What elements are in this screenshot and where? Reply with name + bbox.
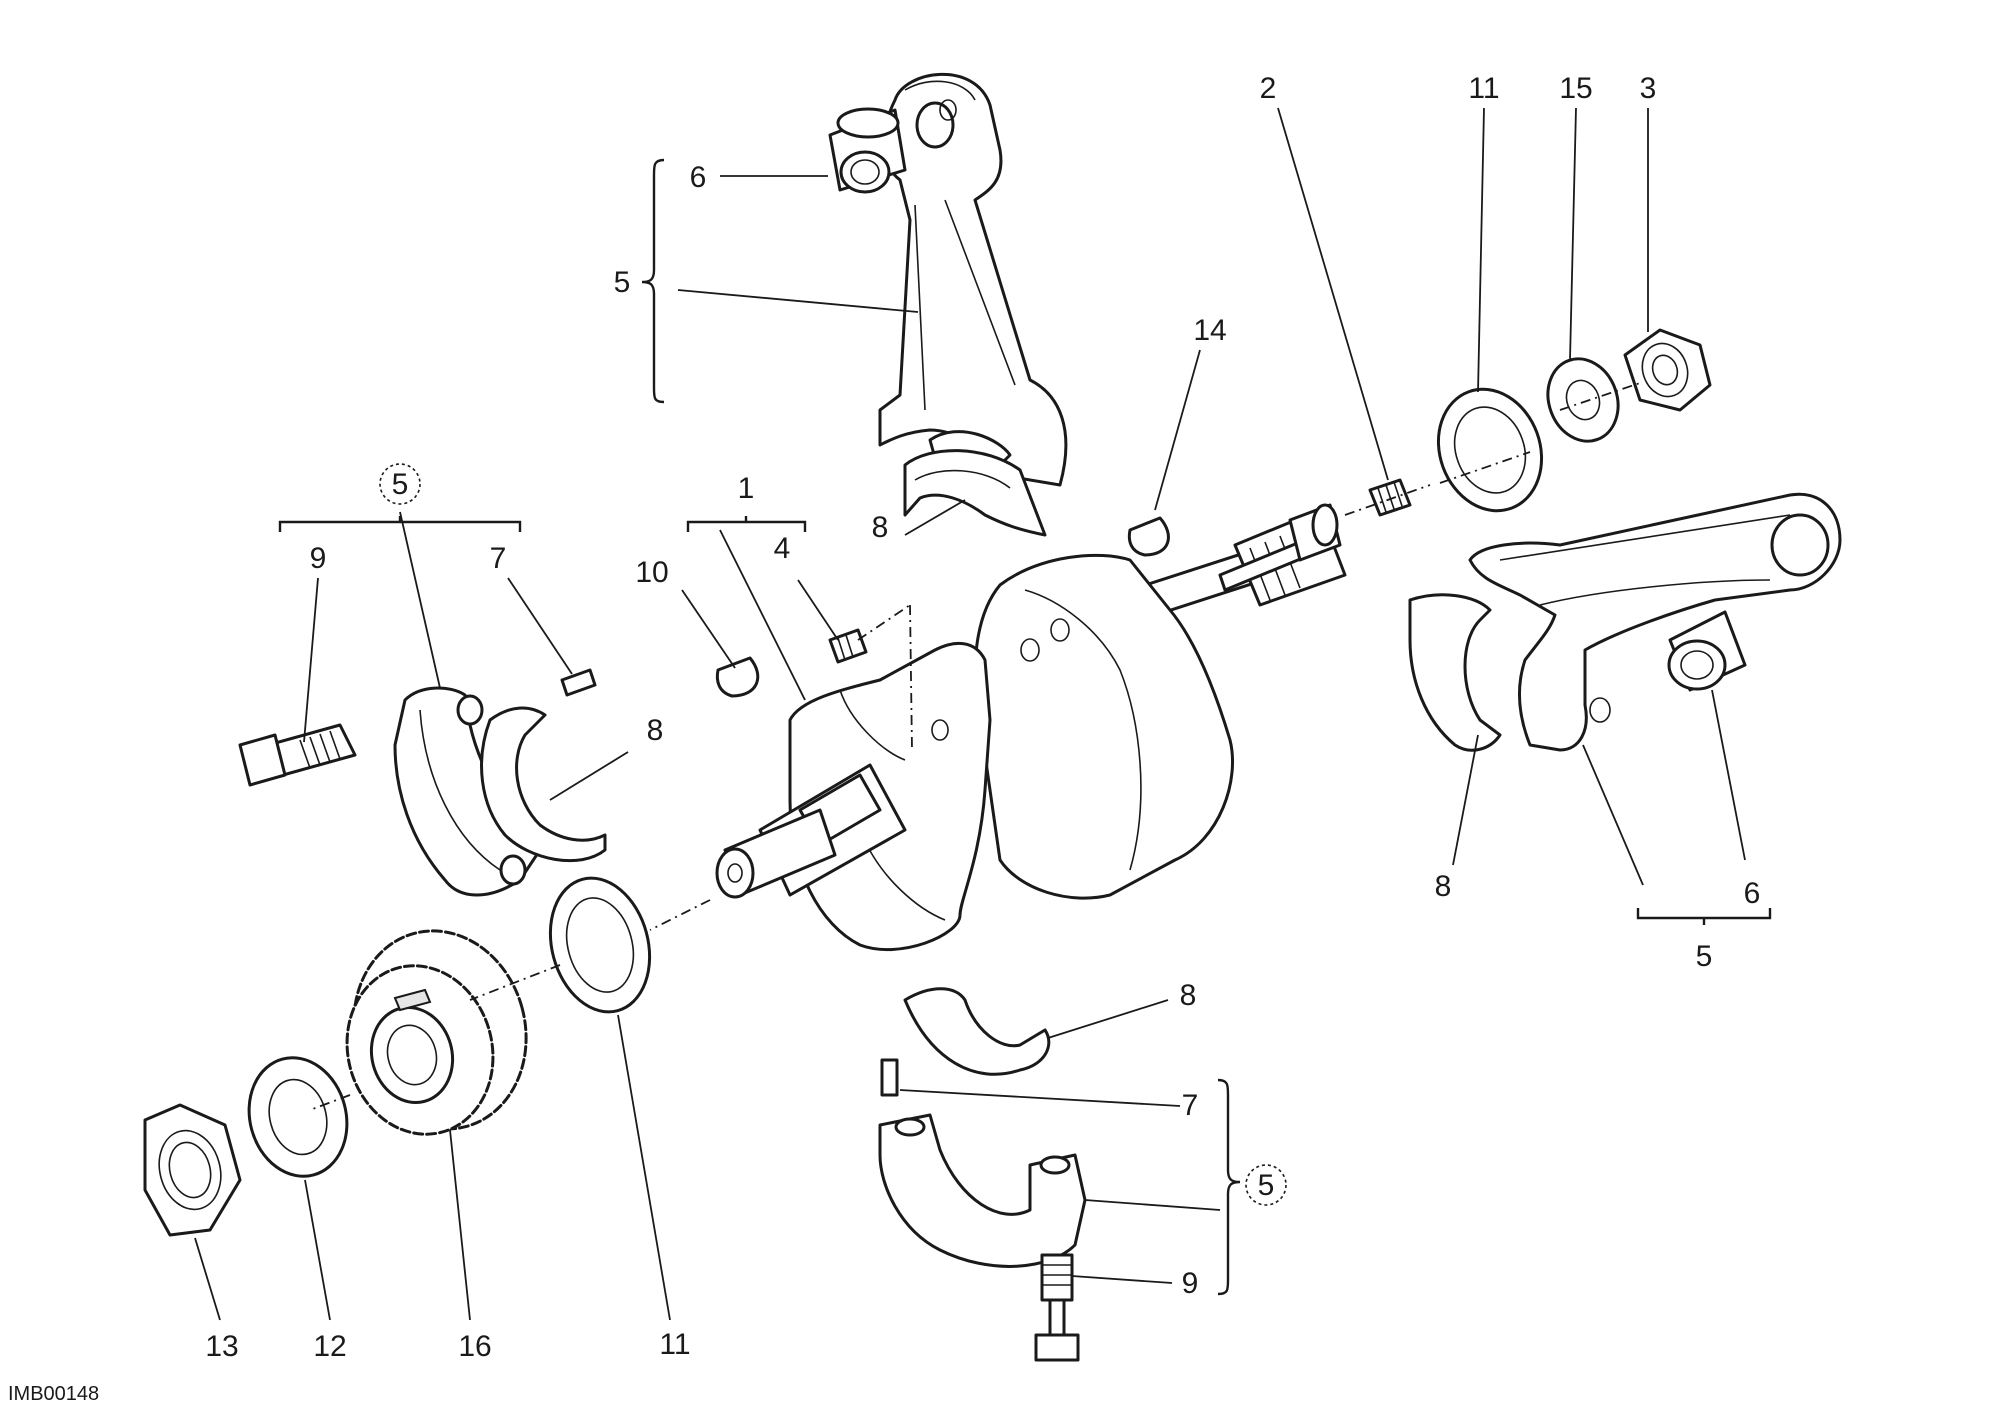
callout-3: 3 bbox=[1640, 72, 1657, 105]
callout-16: 16 bbox=[458, 1330, 491, 1363]
woodruff-key-10 bbox=[715, 656, 760, 698]
callout-11-bottom: 11 bbox=[659, 1328, 690, 1361]
connecting-rod-right bbox=[1468, 492, 1842, 752]
brace-rod-top bbox=[641, 158, 665, 404]
callout-15: 15 bbox=[1559, 72, 1592, 105]
circled-5-bottom-ring bbox=[1245, 1164, 1287, 1206]
washer-15 bbox=[1546, 357, 1620, 443]
drawing-code: IMB00148 bbox=[8, 1383, 99, 1405]
callout-4: 4 bbox=[774, 532, 791, 565]
main-bearing-cap-left bbox=[393, 686, 542, 897]
thrust-washer-top-right bbox=[1436, 387, 1544, 513]
callout-13: 13 bbox=[205, 1330, 238, 1363]
bracket-5-bottom-right bbox=[1636, 908, 1772, 925]
crankshaft bbox=[715, 503, 1347, 951]
timing-gear-16 bbox=[345, 929, 528, 1136]
leader-lines bbox=[194, 107, 1746, 1321]
nut-3 bbox=[1623, 328, 1712, 412]
callout-9-bottom: 9 bbox=[1182, 1267, 1199, 1300]
dowel-pin-left bbox=[560, 668, 597, 697]
grub-screw-2 bbox=[1368, 478, 1412, 517]
callout-9-left: 9 bbox=[310, 542, 327, 575]
connecting-rod-top bbox=[878, 72, 1068, 487]
callout-7-bottom: 7 bbox=[1182, 1089, 1199, 1122]
callout-8-left: 8 bbox=[647, 714, 664, 747]
rod-bearing-shell-left bbox=[480, 706, 607, 863]
callout-14: 14 bbox=[1193, 314, 1226, 347]
dowel-pin-bottom bbox=[880, 1058, 899, 1097]
bracket-circled-5-left bbox=[278, 516, 522, 532]
small-end-bush-right bbox=[1667, 610, 1747, 692]
callout-7-left: 7 bbox=[490, 542, 507, 575]
main-bearing-shell-bottom bbox=[903, 987, 1051, 1076]
rod-bearing-shell-right bbox=[1408, 593, 1502, 752]
callout-11-top: 11 bbox=[1468, 72, 1499, 105]
callout-8-bottom: 8 bbox=[1180, 979, 1197, 1012]
bracket-1 bbox=[686, 516, 807, 532]
callout-6-top: 6 bbox=[690, 161, 707, 194]
callout-1: 1 bbox=[738, 472, 755, 505]
main-bearing-cap-bottom bbox=[878, 1113, 1087, 1268]
callout-8-right: 8 bbox=[1435, 870, 1452, 903]
center-lines bbox=[309, 382, 1641, 1111]
thrust-washer-bottom-left bbox=[548, 876, 652, 1014]
grub-screw-4 bbox=[828, 628, 868, 664]
cap-bolt-bottom bbox=[1034, 1253, 1080, 1362]
callout-5-circled-left: 5 bbox=[392, 468, 409, 501]
nut-13 bbox=[143, 1103, 242, 1237]
callout-6-right: 6 bbox=[1744, 877, 1761, 910]
circled-5-left-ring bbox=[379, 463, 421, 505]
callout-12: 12 bbox=[313, 1330, 346, 1363]
callout-2: 2 bbox=[1260, 72, 1277, 105]
small-end-bush-top bbox=[828, 107, 907, 194]
brace-bottom-cap bbox=[1217, 1078, 1241, 1296]
rod-bearing-shell-top bbox=[903, 449, 1047, 537]
washer-12 bbox=[247, 1056, 349, 1178]
callout-8-top: 8 bbox=[872, 511, 889, 544]
callout-5-bottom-right: 5 bbox=[1696, 940, 1713, 973]
woodruff-key-14 bbox=[1127, 516, 1170, 557]
callout-5-circled-bottom: 5 bbox=[1258, 1169, 1275, 1202]
callout-5-brace-left: 5 bbox=[614, 266, 631, 299]
cap-bolt-left bbox=[238, 723, 357, 787]
callout-10: 10 bbox=[635, 556, 668, 589]
